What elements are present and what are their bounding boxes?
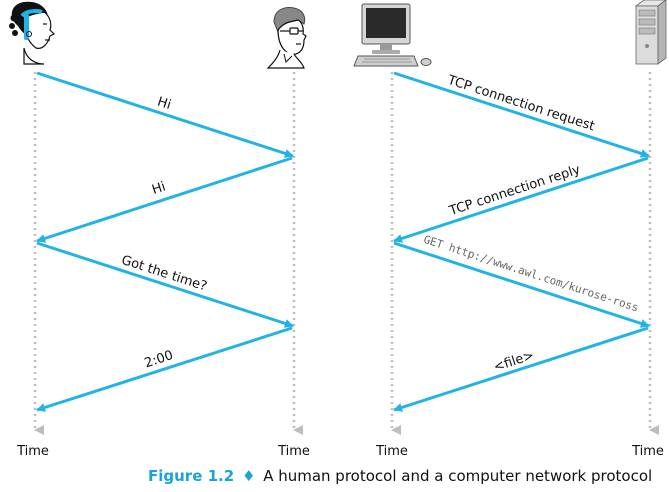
network-protocol-arrows: [393, 71, 650, 412]
arrow-file: [393, 326, 649, 412]
time-label-server: Time: [631, 444, 664, 459]
desktop-computer-icon: [353, 3, 432, 67]
time-label-man: Time: [277, 444, 310, 459]
woman-icon: [9, 1, 56, 65]
arrow-got-the-time: [36, 241, 294, 328]
arrow-tcp-request: [393, 71, 650, 158]
message-tcp-connection-request: TCP connection request: [445, 73, 597, 135]
message-get-request: GET http://www.awl.com/kurose-ross: [422, 233, 640, 315]
message-hi-2: Hi: [150, 179, 167, 197]
server-tower-icon: [634, 0, 667, 65]
figure-number: Figure 1.2: [148, 467, 235, 485]
arrow-tcp-reply: [393, 156, 649, 243]
arrow-hi-to-woman: [36, 156, 293, 243]
human-protocol-arrows: [36, 71, 294, 412]
arrow-get-request: [393, 241, 650, 328]
man-icon: [266, 7, 307, 69]
time-label-woman: Time: [16, 444, 49, 459]
arrow-2-00: [36, 326, 293, 412]
message-hi-1: Hi: [155, 94, 172, 112]
message-tcp-connection-reply: TCP connection reply: [447, 162, 583, 219]
time-label-client: Time: [375, 444, 408, 459]
caption-text: A human protocol and a computer network …: [263, 467, 653, 485]
arrow-hi-to-man: [36, 71, 294, 158]
caption-separator: ♦: [241, 467, 256, 485]
figure-caption: Figure 1.2 ♦ A human protocol and a comp…: [148, 467, 652, 485]
